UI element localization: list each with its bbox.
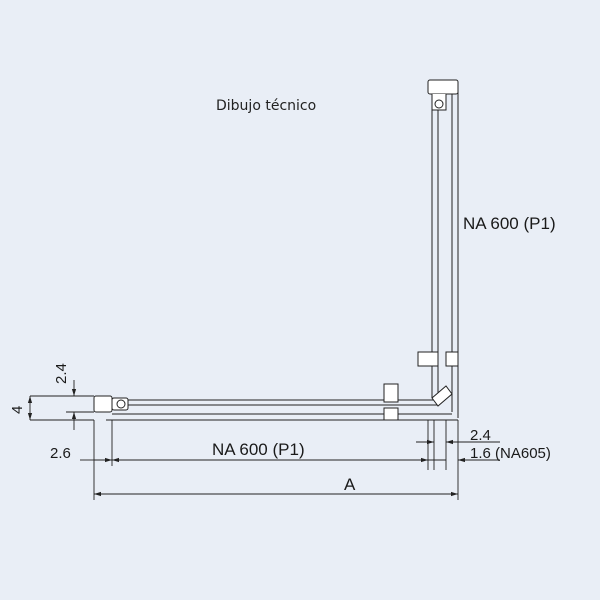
dimension-lines	[27, 380, 500, 500]
overall-width-label: A	[344, 475, 356, 494]
horizontal-panel-label: NA 600 (P1)	[212, 440, 305, 459]
vertical-glass-panel	[417, 79, 459, 418]
horizontal-glass-panel	[93, 383, 458, 421]
left-height-upper-label: 2.4	[53, 363, 70, 384]
right-bottom-offset-label: 1.6 (NA605)	[470, 445, 551, 462]
vertical-panel-label: NA 600 (P1)	[463, 214, 556, 233]
left-height-label: 4	[9, 406, 26, 414]
left-offset-label: 2.6	[50, 445, 71, 462]
drawing-title: Dibujo técnico	[216, 98, 317, 114]
right-top-offset-label: 2.4	[470, 427, 491, 444]
